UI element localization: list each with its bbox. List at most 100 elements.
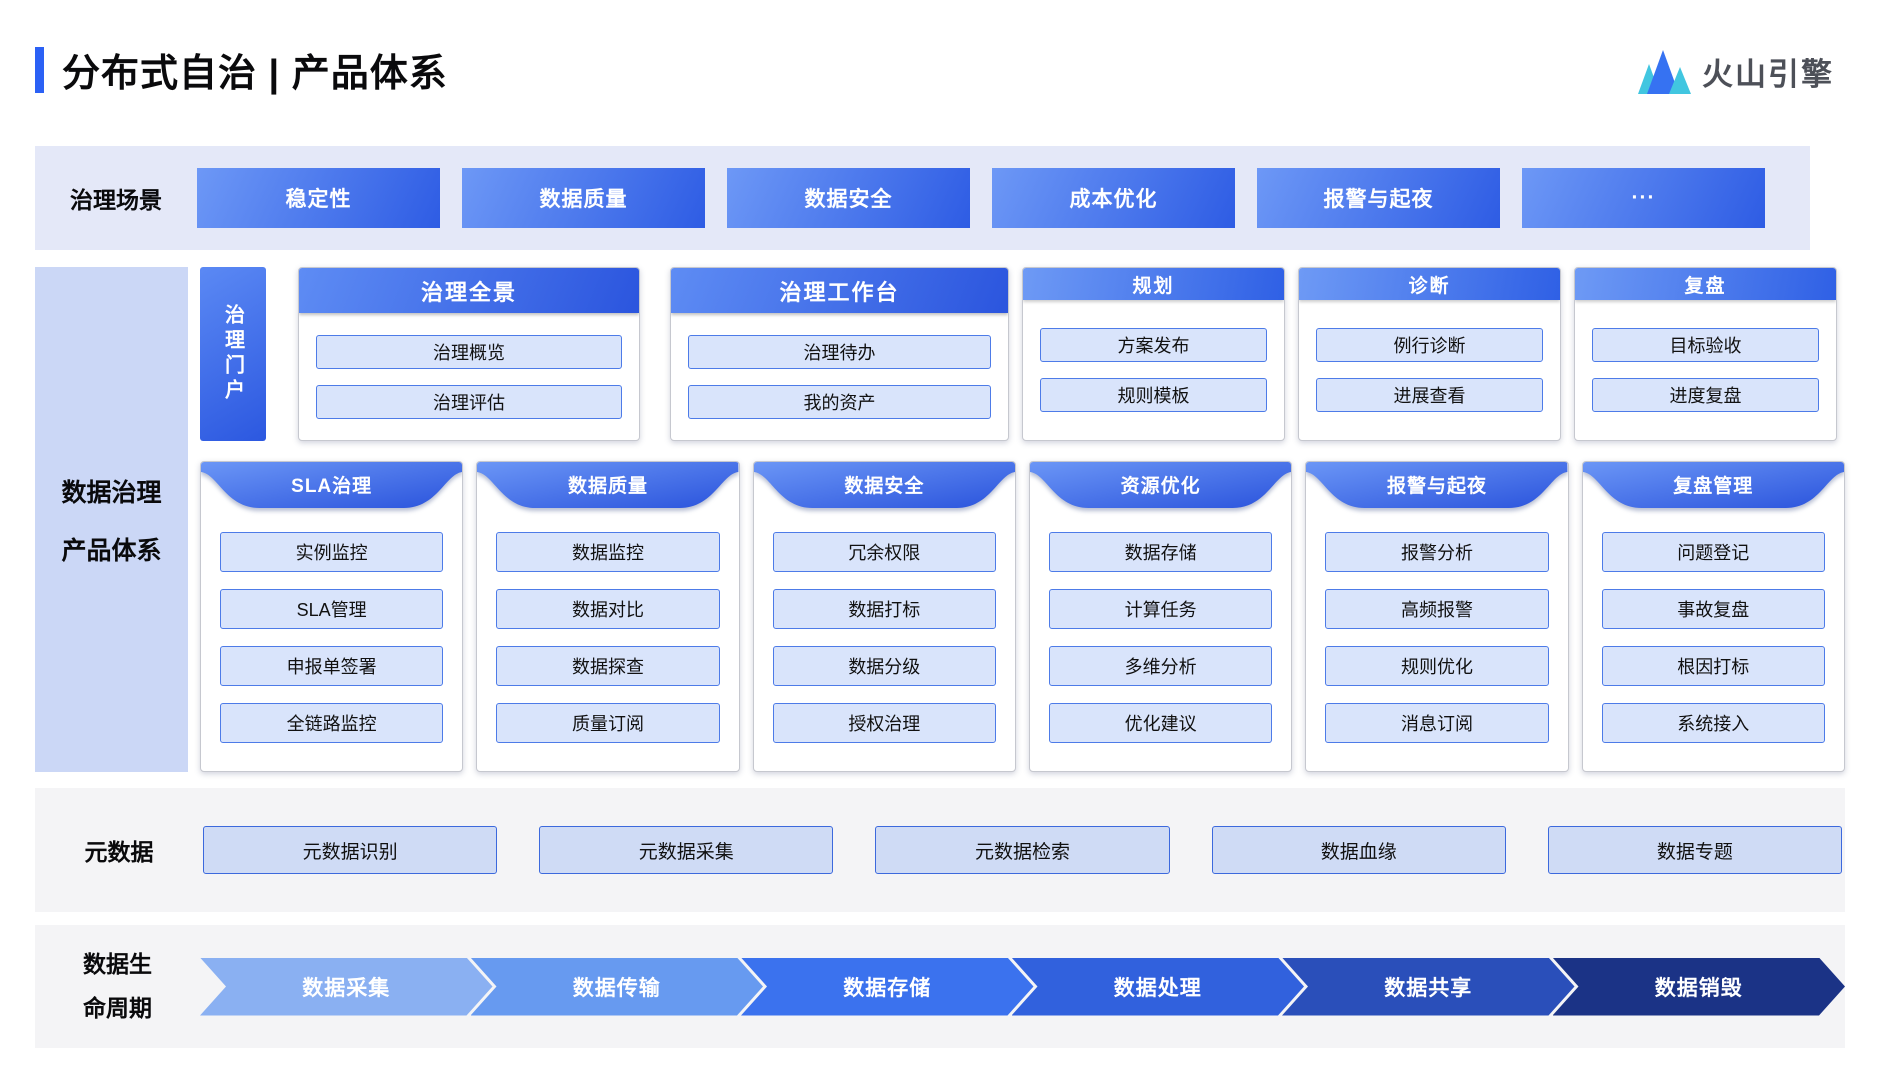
- bottom-card: 资源优化数据存储计算任务多维分析优化建议: [1028, 461, 1293, 772]
- card-item: 消息订阅: [1325, 703, 1549, 743]
- governance-section: 数据治理 产品体系 治理门户 治理全景治理概览治理评估治理工作台治理待办我的资产…: [35, 267, 1845, 772]
- lifecycle-label-line2: 命周期: [83, 994, 152, 1021]
- governance-top-row: 治理门户 治理全景治理概览治理评估治理工作台治理待办我的资产规划方案发布规则模板…: [200, 267, 1845, 441]
- bottom-card: 复盘管理问题登记事故复盘根因打标系统接入: [1581, 461, 1845, 772]
- scenario-button: ···: [1522, 168, 1765, 228]
- sidebar-label-line1: 数据治理: [61, 478, 162, 507]
- ribbon-header: 复盘管理: [1582, 462, 1844, 514]
- card-item: 治理评估: [316, 384, 622, 419]
- ribbon-header: SLA治理: [201, 462, 463, 514]
- card-header: 规划: [1023, 268, 1284, 300]
- card-item: 实例监控: [220, 532, 444, 572]
- card-item: 根因打标: [1601, 646, 1825, 686]
- ribbon-title: SLA治理: [291, 476, 373, 497]
- card-header: 诊断: [1299, 268, 1560, 300]
- card-item: 数据存储: [1048, 532, 1273, 572]
- page-title: 分布式自治 | 产品体系: [62, 53, 448, 95]
- card-item: 高频报警: [1325, 589, 1549, 629]
- ribbon-title: 资源优化: [1120, 476, 1201, 497]
- card-item: 全链路监控: [220, 703, 444, 743]
- title-accent-bar: [35, 46, 44, 93]
- metadata-item: 数据专题: [1547, 826, 1843, 874]
- card-item: 进展查看: [1316, 378, 1543, 412]
- scenario-buttons: 稳定性数据质量数据安全成本优化报警与起夜···: [197, 168, 1765, 228]
- lifecycle-arrows: 数据采集数据传输数据存储数据处理数据共享数据销毁: [200, 958, 1845, 1016]
- lifecycle-arrow: 数据共享: [1282, 958, 1575, 1016]
- lifecycle-arrow: 数据处理: [1012, 958, 1305, 1016]
- governance-sidebar: 数据治理 产品体系: [35, 267, 188, 772]
- scenario-button: 数据安全: [727, 168, 970, 228]
- card-item: 系统接入: [1601, 703, 1825, 743]
- scenarios-band: 治理场景 稳定性数据质量数据安全成本优化报警与起夜···: [35, 146, 1810, 250]
- card-item: 治理概览: [316, 334, 622, 369]
- card-item: 目标验收: [1592, 328, 1819, 362]
- ribbon-shape: [753, 462, 1015, 508]
- lifecycle-arrow: 数据采集: [200, 958, 493, 1016]
- top-card: 规划方案发布规则模板: [1022, 267, 1285, 441]
- portal-vertical-bar: 治理门户: [200, 267, 266, 441]
- card-item: 数据探查: [496, 646, 720, 686]
- card-item: 数据打标: [772, 589, 996, 629]
- card-item: SLA管理: [220, 589, 444, 629]
- metadata-item: 元数据检索: [875, 826, 1170, 874]
- metadata-item: 元数据采集: [539, 826, 834, 874]
- scenario-button: 报警与起夜: [1257, 168, 1500, 228]
- card-item: 问题登记: [1601, 532, 1825, 572]
- brand-logo-text: 火山引擎: [1702, 56, 1834, 92]
- card-item: 事故复盘: [1601, 589, 1825, 629]
- card-item-list: 问题登记事故复盘根因打标系统接入: [1583, 514, 1844, 771]
- ribbon-title: 数据质量: [567, 476, 648, 497]
- sidebar-label-line2: 产品体系: [61, 536, 162, 565]
- mountain-logo-icon: [1638, 50, 1691, 94]
- card-item: 治理待办: [688, 334, 991, 369]
- ribbon-header: 资源优化: [1029, 462, 1292, 514]
- card-item: 计算任务: [1048, 589, 1273, 629]
- card-item-list: 方案发布规则模板: [1023, 300, 1284, 440]
- card-item: 规则优化: [1325, 646, 1549, 686]
- card-item-list: 报警分析高频报警规则优化消息订阅: [1306, 514, 1567, 771]
- ribbon-title: 报警与起夜: [1386, 476, 1487, 497]
- bottom-card: 数据质量数据监控数据对比数据探查质量订阅: [476, 461, 740, 772]
- ribbon-shape: [201, 462, 463, 508]
- card-item: 数据分级: [772, 646, 996, 686]
- card-header: 治理全景: [299, 268, 639, 313]
- card-item: 多维分析: [1048, 646, 1273, 686]
- card-item: 数据监控: [496, 532, 720, 572]
- top-card: 诊断例行诊断进展查看: [1298, 267, 1561, 441]
- card-item: 进度复盘: [1592, 378, 1819, 412]
- ribbon-header: 报警与起夜: [1306, 462, 1568, 514]
- ribbon-shape: [1029, 462, 1292, 508]
- scenario-button: 稳定性: [197, 168, 440, 228]
- metadata-items: 元数据识别元数据采集元数据检索数据血缘数据专题: [203, 826, 1843, 874]
- bottom-card: 报警与起夜报警分析高频报警规则优化消息订阅: [1305, 461, 1569, 772]
- card-item: 数据对比: [496, 589, 720, 629]
- page-header: 分布式自治 | 产品体系: [35, 42, 448, 97]
- card-item-list: 治理概览治理评估: [299, 313, 639, 440]
- lifecycle-band: 数据生 命周期 数据采集数据传输数据存储数据处理数据共享数据销毁: [35, 925, 1845, 1048]
- ribbon-title: 数据安全: [844, 476, 925, 497]
- metadata-band: 元数据 元数据识别元数据采集元数据检索数据血缘数据专题: [35, 788, 1845, 912]
- top-card: 复盘目标验收进度复盘: [1574, 267, 1837, 441]
- card-item-list: 目标验收进度复盘: [1575, 300, 1836, 440]
- card-header: 治理工作台: [671, 268, 1008, 313]
- scenario-button: 成本优化: [992, 168, 1235, 228]
- ribbon-header: 数据安全: [753, 462, 1015, 514]
- metadata-item: 数据血缘: [1211, 826, 1506, 874]
- lifecycle-arrow: 数据销毁: [1553, 958, 1846, 1016]
- top-card: 治理工作台治理待办我的资产: [670, 267, 1009, 441]
- card-item: 冗余权限: [772, 532, 996, 572]
- lifecycle-label-line1: 数据生: [83, 950, 152, 977]
- card-item-list: 数据监控数据对比数据探查质量订阅: [477, 514, 738, 771]
- card-item: 我的资产: [688, 384, 991, 419]
- ribbon-shape: [477, 462, 739, 508]
- card-item: 规则模板: [1040, 378, 1267, 412]
- ribbon-header: 数据质量: [477, 462, 739, 514]
- card-item-list: 数据存储计算任务多维分析优化建议: [1030, 514, 1291, 771]
- bottom-card: 数据安全冗余权限数据打标数据分级授权治理: [752, 461, 1016, 772]
- ribbon-shape: [1306, 462, 1568, 508]
- metadata-item: 元数据识别: [203, 826, 498, 874]
- card-item-list: 治理待办我的资产: [671, 313, 1008, 440]
